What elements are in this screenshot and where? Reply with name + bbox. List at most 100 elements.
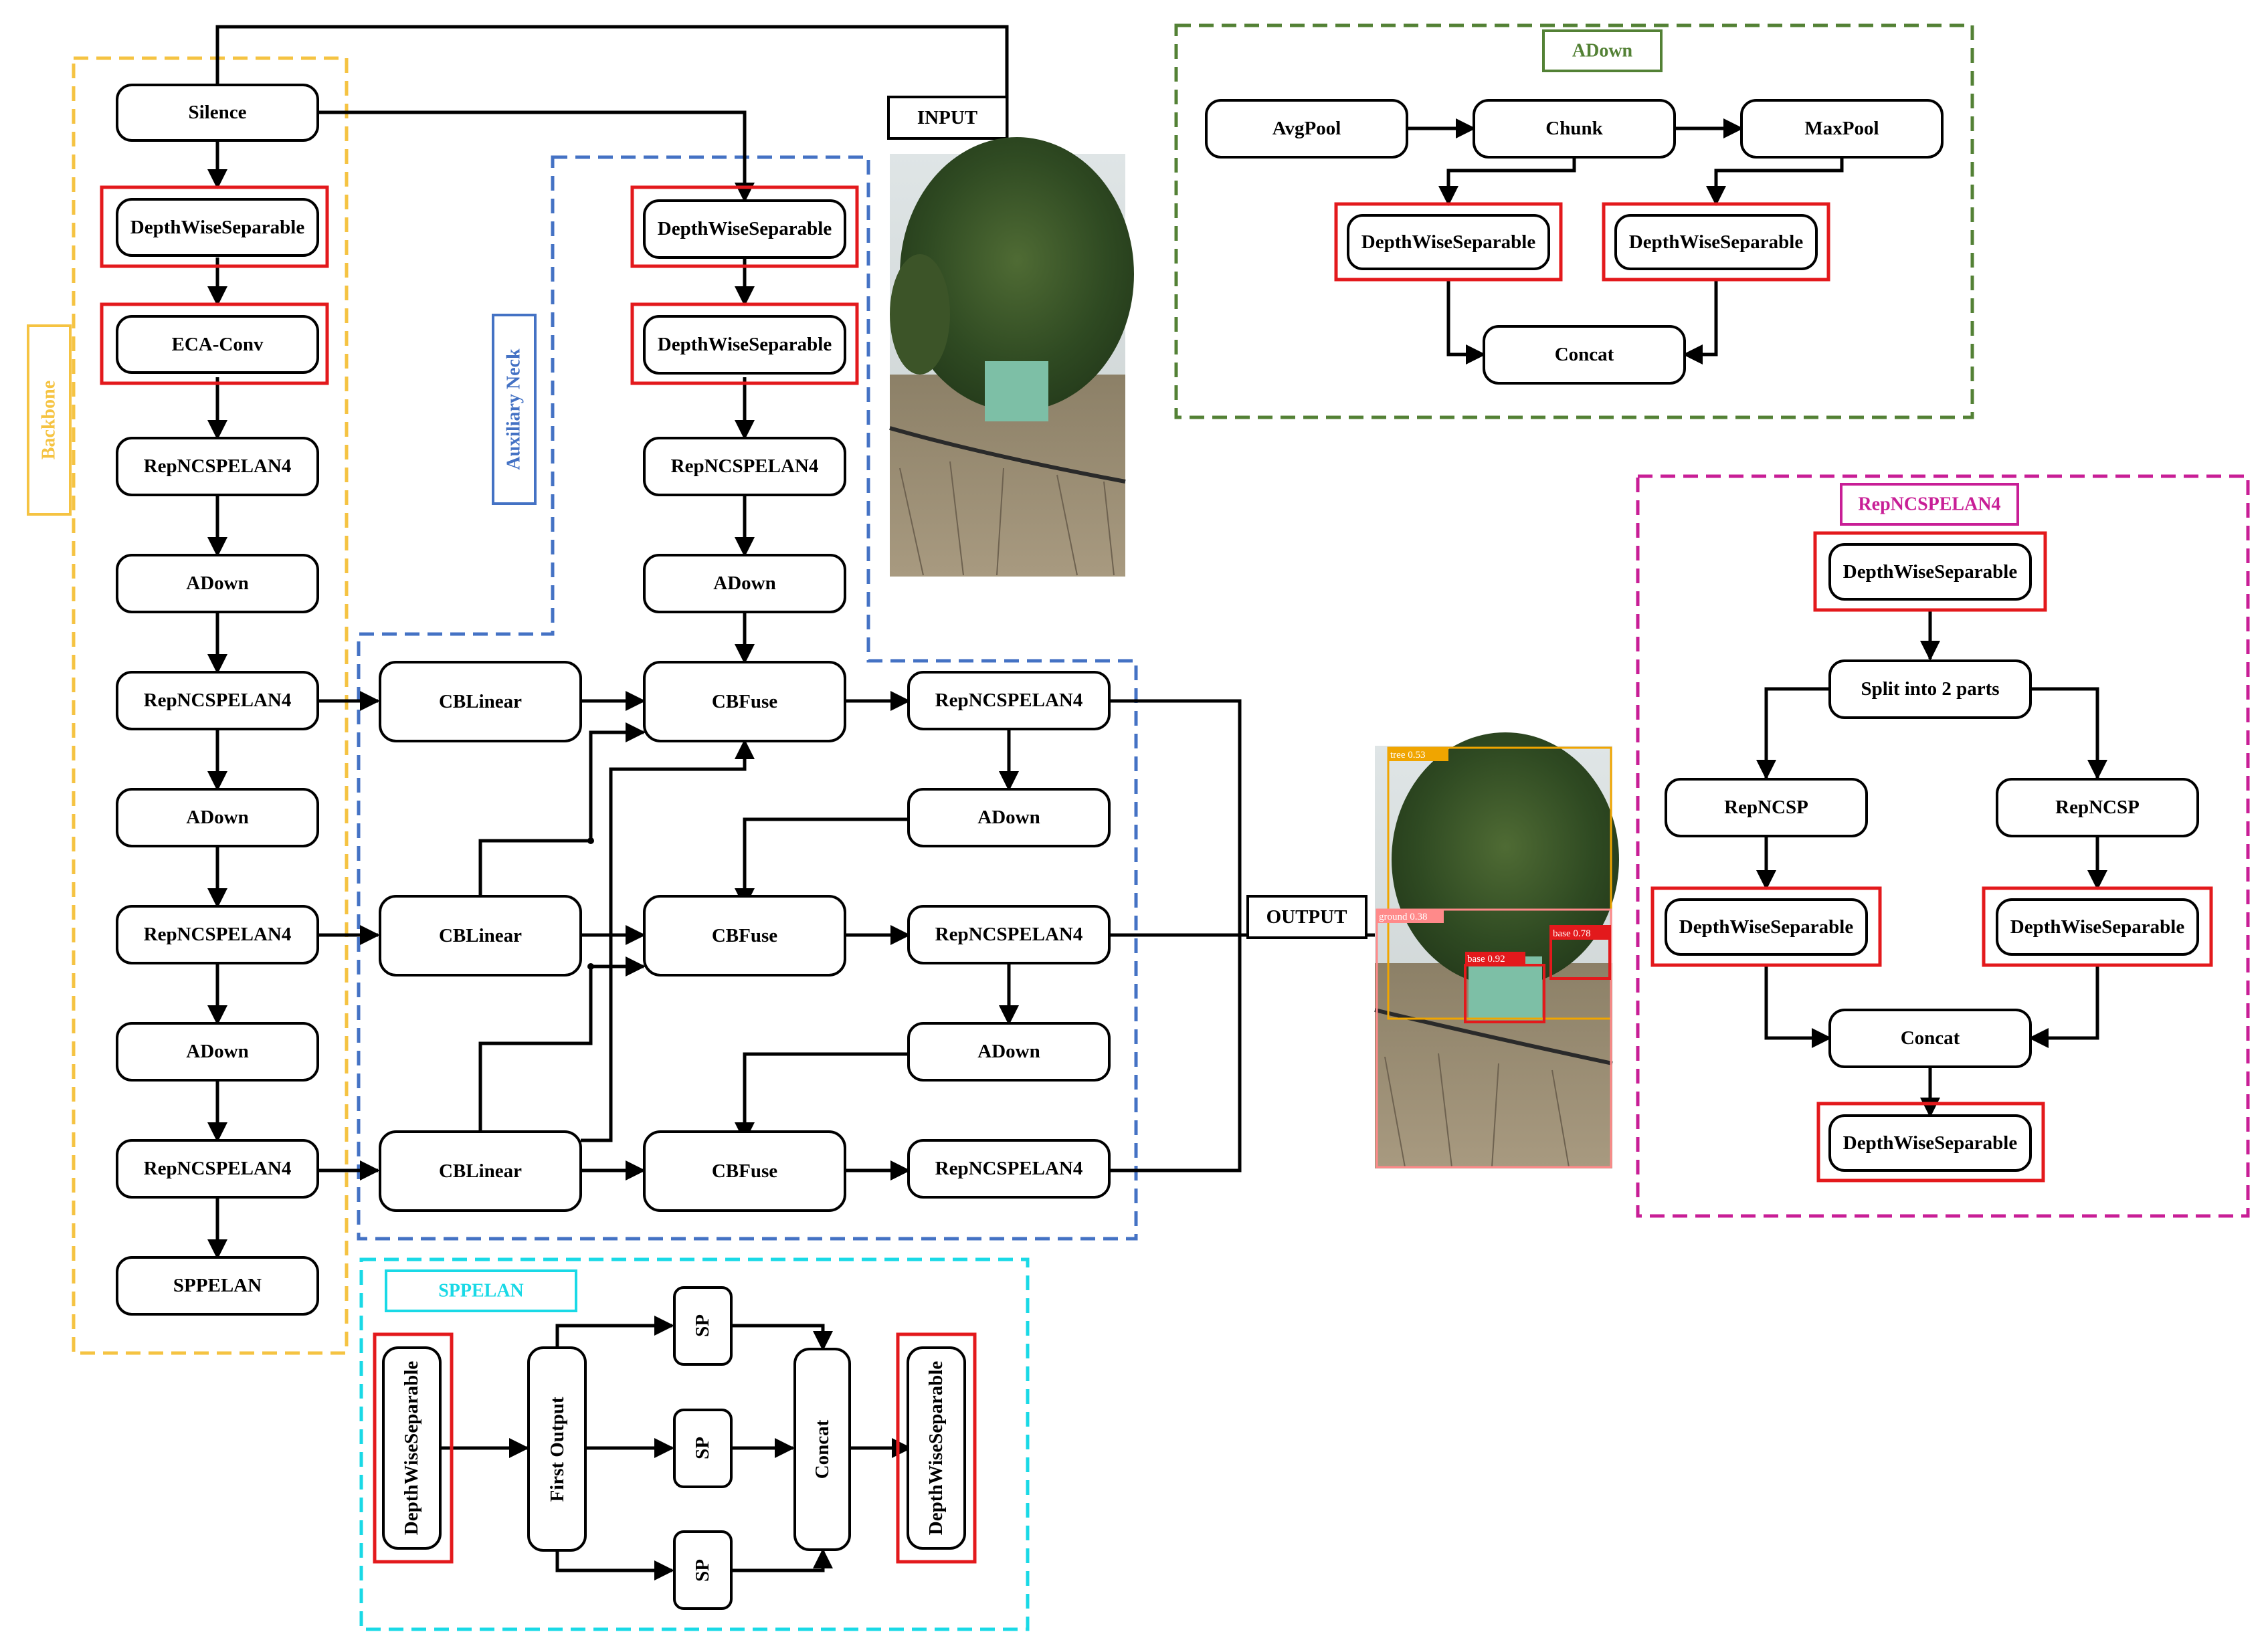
detection-label-base-2: base 0.78 — [1553, 928, 1591, 939]
svg-text:RepNCSPELAN4: RepNCSPELAN4 — [671, 455, 819, 477]
junction-dots — [587, 837, 594, 970]
cbfuse-node-3: CBFuse — [643, 1130, 846, 1212]
svg-text:OUTPUT: OUTPUT — [1266, 906, 1347, 928]
svg-text:DepthWiseSeparable: DepthWiseSeparable — [401, 1361, 422, 1536]
auxiliary-node-dws-1: DepthWiseSeparable — [630, 185, 859, 268]
backbone-node-dws: DepthWiseSeparable — [100, 185, 329, 268]
svg-text:CBLinear: CBLinear — [439, 925, 522, 946]
repncspelan4-dws-right-node: DepthWiseSeparable — [1982, 886, 2213, 967]
svg-text:RepNCSPELAN4: RepNCSPELAN4 — [144, 1158, 292, 1179]
adown-chunk-node: Chunk — [1473, 99, 1676, 159]
repncspelan4-repncsp-left-node: RepNCSP — [1665, 778, 1868, 837]
sppelan-panel-region — [359, 1257, 1030, 1631]
svg-text:CBLinear: CBLinear — [439, 1160, 522, 1182]
svg-text:ADown: ADown — [977, 807, 1040, 828]
head-node-adown-2: ADown — [907, 1022, 1111, 1082]
input-image — [889, 137, 1134, 577]
svg-text:Split into 2 parts: Split into 2 parts — [1861, 678, 1999, 700]
repncspelan4-dws-top-node: DepthWiseSeparable — [1813, 531, 2047, 612]
svg-text:RepNCSPELAN4: RepNCSPELAN4 — [935, 924, 1083, 945]
repncspelan4-panel: DepthWiseSeparable Split into 2 parts Re… — [1650, 531, 2213, 1183]
svg-text:CBFuse: CBFuse — [712, 925, 777, 946]
auxiliary-neck-region — [357, 155, 1138, 1241]
head-node-repncspelan4-1: RepNCSPELAN4 — [907, 671, 1111, 730]
svg-text:Concat: Concat — [1901, 1027, 1960, 1049]
repncspelan4-repncsp-right-node: RepNCSP — [1996, 778, 2199, 837]
svg-text:Backbone: Backbone — [39, 381, 60, 459]
svg-text:SP: SP — [692, 1437, 713, 1459]
svg-text:SPPELAN: SPPELAN — [173, 1275, 262, 1296]
svg-text:Chunk: Chunk — [1545, 118, 1603, 139]
svg-text:SP: SP — [692, 1559, 713, 1582]
head-node-repncspelan4-2: RepNCSPELAN4 — [907, 905, 1111, 964]
repncspelan4-panel-title: RepNCSPELAN4 — [1840, 483, 2019, 526]
detection-box-ground — [1376, 908, 1612, 1168]
svg-text:CBFuse: CBFuse — [712, 1160, 777, 1182]
adown-panel-title: ADown — [1542, 29, 1663, 72]
svg-text:ADown: ADown — [186, 807, 248, 828]
svg-text:SPPELAN: SPPELAN — [438, 1281, 524, 1302]
svg-text:RepNCSPELAN4: RepNCSPELAN4 — [144, 455, 292, 477]
cbfuse-node-1: CBFuse — [643, 661, 846, 742]
svg-text:ECA-Conv: ECA-Conv — [172, 334, 264, 355]
svg-text:ADown: ADown — [186, 573, 248, 594]
adown-maxpool-node: MaxPool — [1740, 99, 1944, 159]
svg-text:CBLinear: CBLinear — [439, 691, 522, 712]
backbone-node-adown-2: ADown — [116, 788, 319, 847]
svg-text:DepthWiseSeparable: DepthWiseSeparable — [2010, 916, 2185, 938]
backbone-node-adown-3: ADown — [116, 1022, 319, 1082]
detection-label-ground: ground 0.38 — [1379, 912, 1428, 922]
repncspelan4-split-node: Split into 2 parts — [1828, 659, 2032, 719]
backbone-label: Backbone — [27, 324, 72, 516]
auxiliary-node-adown: ADown — [643, 554, 846, 613]
backbone-node-repncspelan4-3: RepNCSPELAN4 — [116, 905, 319, 964]
svg-text:ADown: ADown — [977, 1041, 1040, 1062]
svg-text:Auxiliary Neck: Auxiliary Neck — [504, 348, 525, 470]
repncspelan4-dws-left-node: DepthWiseSeparable — [1650, 886, 1882, 967]
sppelan-sp-node-1: SP — [673, 1286, 733, 1366]
svg-text:Silence: Silence — [189, 102, 247, 123]
cblinear-node-3: CBLinear — [379, 1130, 582, 1212]
svg-text:DepthWiseSeparable: DepthWiseSeparable — [1843, 1132, 2018, 1154]
backbone-region — [72, 56, 349, 1355]
svg-text:Concat: Concat — [812, 1419, 833, 1479]
svg-text:Concat: Concat — [1555, 344, 1614, 365]
svg-text:DepthWiseSeparable: DepthWiseSeparable — [1629, 231, 1804, 253]
sppelan-sp-node-3: SP — [673, 1530, 733, 1610]
sppelan-concat-node: Concat — [793, 1348, 851, 1551]
adown-panel: AvgPool Chunk MaxPool DepthWiseSeparable… — [1205, 99, 1944, 385]
svg-text:RepNCSP: RepNCSP — [1724, 797, 1808, 818]
sppelan-panel-title: SPPELAN — [385, 1269, 577, 1312]
svg-text:DepthWiseSeparable: DepthWiseSeparable — [1361, 231, 1536, 253]
detection-label-tree: tree 0.53 — [1390, 750, 1425, 760]
backbone-node-repncspelan4-2: RepNCSPELAN4 — [116, 671, 319, 730]
svg-text:DepthWiseSeparable: DepthWiseSeparable — [130, 217, 305, 238]
svg-text:DepthWiseSeparable: DepthWiseSeparable — [658, 334, 832, 355]
svg-text:DepthWiseSeparable: DepthWiseSeparable — [658, 218, 832, 239]
auxiliary-node-dws-2: DepthWiseSeparable — [630, 302, 859, 385]
repncspelan4-dws-bottom-node: DepthWiseSeparable — [1816, 1102, 2045, 1183]
auxiliary-node-repncspelan4: RepNCSPELAN4 — [643, 437, 846, 496]
detection-box-tree — [1387, 746, 1612, 1020]
svg-text:RepNCSPELAN4: RepNCSPELAN4 — [1858, 494, 2000, 515]
svg-text:DepthWiseSeparable: DepthWiseSeparable — [1679, 916, 1854, 938]
repncspelan4-concat-node: Concat — [1828, 1009, 2032, 1068]
svg-text:ADown: ADown — [186, 1041, 248, 1062]
svg-text:DepthWiseSeparable: DepthWiseSeparable — [925, 1361, 947, 1536]
adown-dws-left-node: DepthWiseSeparable — [1334, 202, 1563, 282]
svg-text:MaxPool: MaxPool — [1804, 118, 1879, 139]
svg-text:SP: SP — [692, 1314, 713, 1337]
svg-text:DepthWiseSeparable: DepthWiseSeparable — [1843, 561, 2018, 583]
head-node-adown-1: ADown — [907, 788, 1111, 847]
svg-text:RepNCSPELAN4: RepNCSPELAN4 — [144, 924, 292, 945]
svg-text:First Output: First Output — [547, 1397, 568, 1502]
svg-text:ADown: ADown — [1572, 41, 1633, 62]
silence-node: Silence — [116, 84, 319, 142]
svg-text:RepNCSPELAN4: RepNCSPELAN4 — [935, 690, 1083, 711]
head-node-repncspelan4-3: RepNCSPELAN4 — [907, 1139, 1111, 1199]
cblinear-node-2: CBLinear — [379, 895, 582, 977]
svg-text:RepNCSPELAN4: RepNCSPELAN4 — [935, 1158, 1083, 1179]
sppelan-first-output-node: First Output — [527, 1346, 587, 1552]
